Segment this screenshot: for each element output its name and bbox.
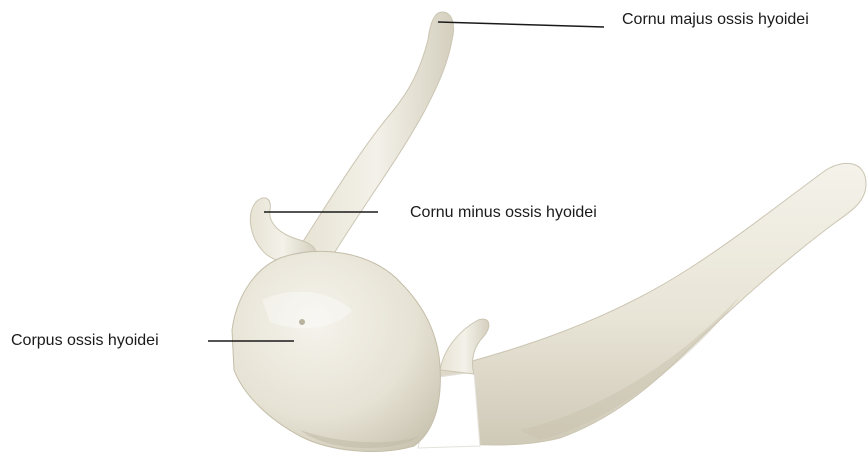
- hyoid-body: [232, 251, 440, 451]
- label-corpus: Corpus ossis hyoidei: [11, 331, 159, 351]
- leader-line-cornu-majus: [438, 22, 604, 27]
- body-foramen: [299, 319, 305, 325]
- label-cornu-minus: Cornu minus ossis hyoidei: [410, 203, 597, 223]
- label-cornu-majus: Cornu majus ossis hyoidei: [622, 10, 809, 30]
